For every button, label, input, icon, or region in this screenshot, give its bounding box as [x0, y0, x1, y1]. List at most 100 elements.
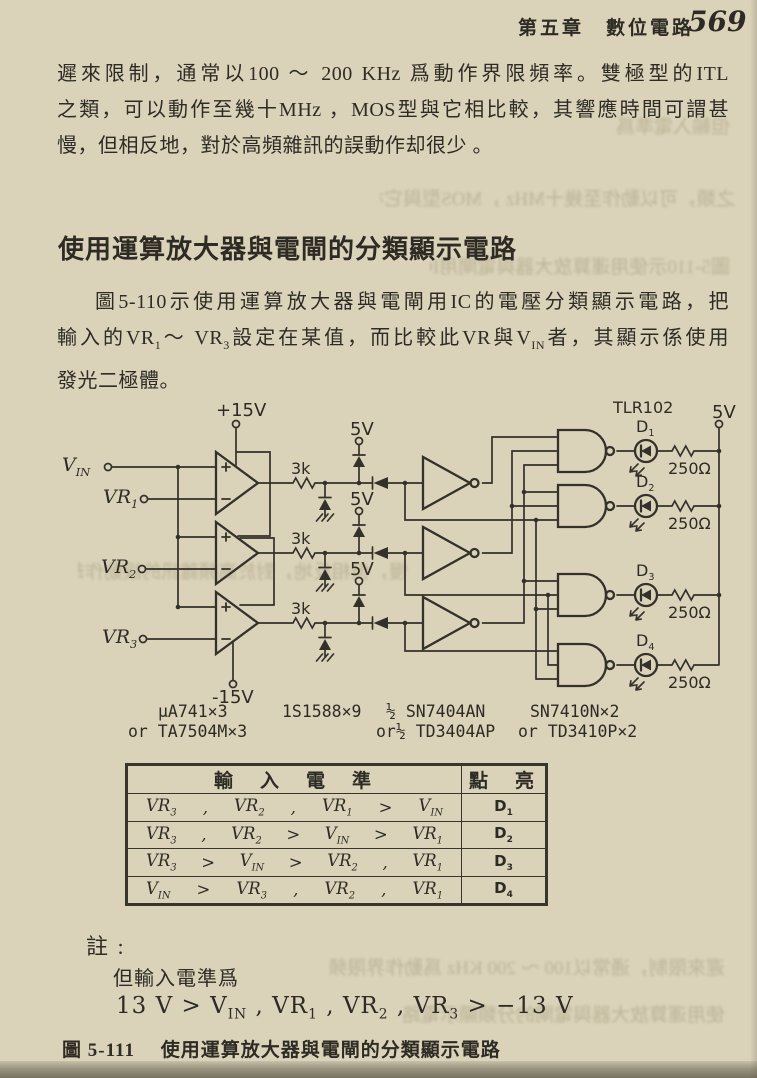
page-edge-shadow: [750, 0, 757, 1078]
input-condition-cell: VR3,VR2,VR1>VIN: [126, 793, 462, 822]
ground-diode-wires: [315, 482, 335, 662]
opamp-symbol: [214, 589, 260, 657]
condition-token: >: [288, 852, 303, 872]
figure-caption: 圖 5-111 使用運算放大器與電閘的分類顯示電路: [62, 1040, 501, 1061]
nand-gate-symbol: [556, 428, 616, 474]
condition-token: VIN: [324, 823, 350, 846]
condition-token: VIN: [239, 851, 265, 874]
clamp-diode-5v: [353, 526, 365, 537]
paragraph-line: 輸入的VR1～ VR3設定在某值，而比較此VR與VIN者，其顯示係使用: [57, 327, 730, 352]
clamp-diode-5v: [353, 456, 365, 467]
condition-token: >: [373, 825, 388, 845]
clamp-5v-label: 5V: [350, 419, 374, 440]
resistor-250-label: 250Ω: [668, 603, 711, 622]
part-inverter: ½ SN7404AN: [386, 702, 486, 721]
table-header-row: 輸 入 電 準 點 亮: [126, 764, 547, 794]
inverter-symbol: [421, 455, 480, 511]
condition-token: VR3: [236, 878, 268, 901]
condition-token: VR2: [327, 851, 358, 874]
condition-token: VIN: [146, 878, 171, 901]
junction-dots: [175, 448, 722, 626]
led-symbol: [629, 493, 659, 532]
paragraph-line: 之類，可以動作至幾十MHz ，MOS型與它相比較，其響應時間可謂甚: [57, 99, 729, 121]
gate-mesh-wires: [404, 436, 559, 680]
rail-5v-label: 5V: [712, 402, 736, 423]
section-heading: 使用運算放大器與電閘的分類顯示電路: [58, 235, 518, 264]
condition-token: >: [196, 880, 211, 900]
inverter-symbol: [421, 595, 480, 651]
vr2-label: VR2: [101, 556, 137, 581]
led-symbol: [629, 582, 659, 621]
resistor-250-label: 250Ω: [668, 673, 711, 692]
inverter-symbol: [421, 525, 480, 581]
condition-token: VR1: [412, 878, 443, 901]
led-d1-label: D1: [636, 417, 655, 440]
resistor-250-label: 250Ω: [668, 514, 711, 533]
page-number: 569: [688, 5, 747, 38]
series-diode: [373, 617, 388, 629]
clamp-diode-5v: [353, 596, 365, 607]
lit-led-cell: D1: [461, 793, 547, 822]
series-diode: [373, 477, 388, 489]
condition-token: ,: [201, 825, 207, 845]
paragraph-line: 圖5-110示使用運算放大器與電閘用IC的電壓分類顯示電路，把: [95, 291, 729, 313]
condition-token: ,: [202, 797, 208, 817]
note-intro: 但輸入電準爲: [113, 968, 239, 990]
part-opamp-alt: or TA7504M×3: [128, 722, 248, 741]
part-diode: 1S1588×9: [282, 702, 362, 721]
nand-gate-symbol: [556, 483, 616, 529]
condition-token: ,: [381, 880, 387, 900]
opamp-symbol: [214, 449, 260, 517]
bleed-through-text: 之類，可以動作至幾十MHz ，MOS型與它相比較，其響應時間可謂甚: [380, 189, 735, 210]
clamp-5v-label: 5V: [350, 559, 374, 580]
condition-token: VIN: [418, 796, 443, 819]
paragraph-line: 慢，但相反地，對於高頻雜訊的誤動作却很少 。: [57, 135, 493, 157]
condition-token: VR1: [412, 823, 443, 846]
chapter-title: 第五章 數位電路: [518, 18, 695, 39]
part-inverter-alt: or½ TD3404AP: [376, 722, 496, 741]
condition-token: VR2: [324, 878, 356, 901]
clamp-diode: [319, 499, 331, 510]
clamp-5v-wires: [352, 443, 366, 624]
condition-token: VR2: [231, 823, 262, 846]
condition-token: >: [378, 797, 393, 817]
page-bottom-shadow: [0, 1061, 757, 1078]
positive-supply-label: +15V: [216, 400, 267, 421]
clamp-5v-label: 5V: [350, 489, 374, 510]
output-row-wires: [616, 426, 720, 672]
condition-token: VR3: [146, 796, 177, 819]
negative-supply-label: -15V: [212, 687, 254, 708]
vin-label: VIN: [62, 454, 91, 479]
led-symbol: [629, 652, 659, 691]
vr1-label: VR1: [103, 486, 139, 511]
opamp-symbol: [214, 519, 260, 587]
led-d4-label: D4: [636, 631, 655, 654]
series-diode: [373, 547, 388, 559]
led-part-label: TLR102: [613, 398, 674, 417]
row-wires: [257, 476, 424, 630]
resistor-3k-label: 3k: [291, 459, 311, 478]
condition-token: VR3: [146, 851, 177, 874]
resistor-3k-label: 3k: [291, 599, 311, 618]
bleed-through-text: 遲來限制，通常以100 ～ 200 KHz 爲動作界限頻率。雙極型的ITL: [330, 958, 725, 979]
clamp-diode: [319, 639, 331, 650]
condition-token: ,: [293, 880, 299, 900]
condition-token: VR1: [412, 851, 443, 874]
condition-token: >: [286, 825, 301, 845]
led-d3-label: D3: [636, 561, 655, 584]
vr3-label: VR3: [102, 626, 138, 651]
led-d2-label: D2: [636, 472, 655, 495]
paragraph-1: 遲來限制，通常以100 ～ 200 KHz 爲動作界限頻率。雙極型的ITL 之類…: [57, 56, 729, 164]
resistor-3k-label: 3k: [291, 529, 311, 548]
condition-token: ,: [382, 852, 388, 872]
condition-token: VR1: [321, 796, 353, 819]
input-condition-cell: VR3>VIN>VR2,VR1: [126, 848, 462, 877]
nand-gate-symbol: [556, 642, 616, 688]
note-formula: 13 V > VIN , VR1 , VR2 , VR3 > −13 V: [116, 993, 574, 1023]
resistor-250-label: 250Ω: [668, 459, 711, 478]
input-condition-cell: VIN > VR3, VR2, VR1: [126, 875, 462, 905]
